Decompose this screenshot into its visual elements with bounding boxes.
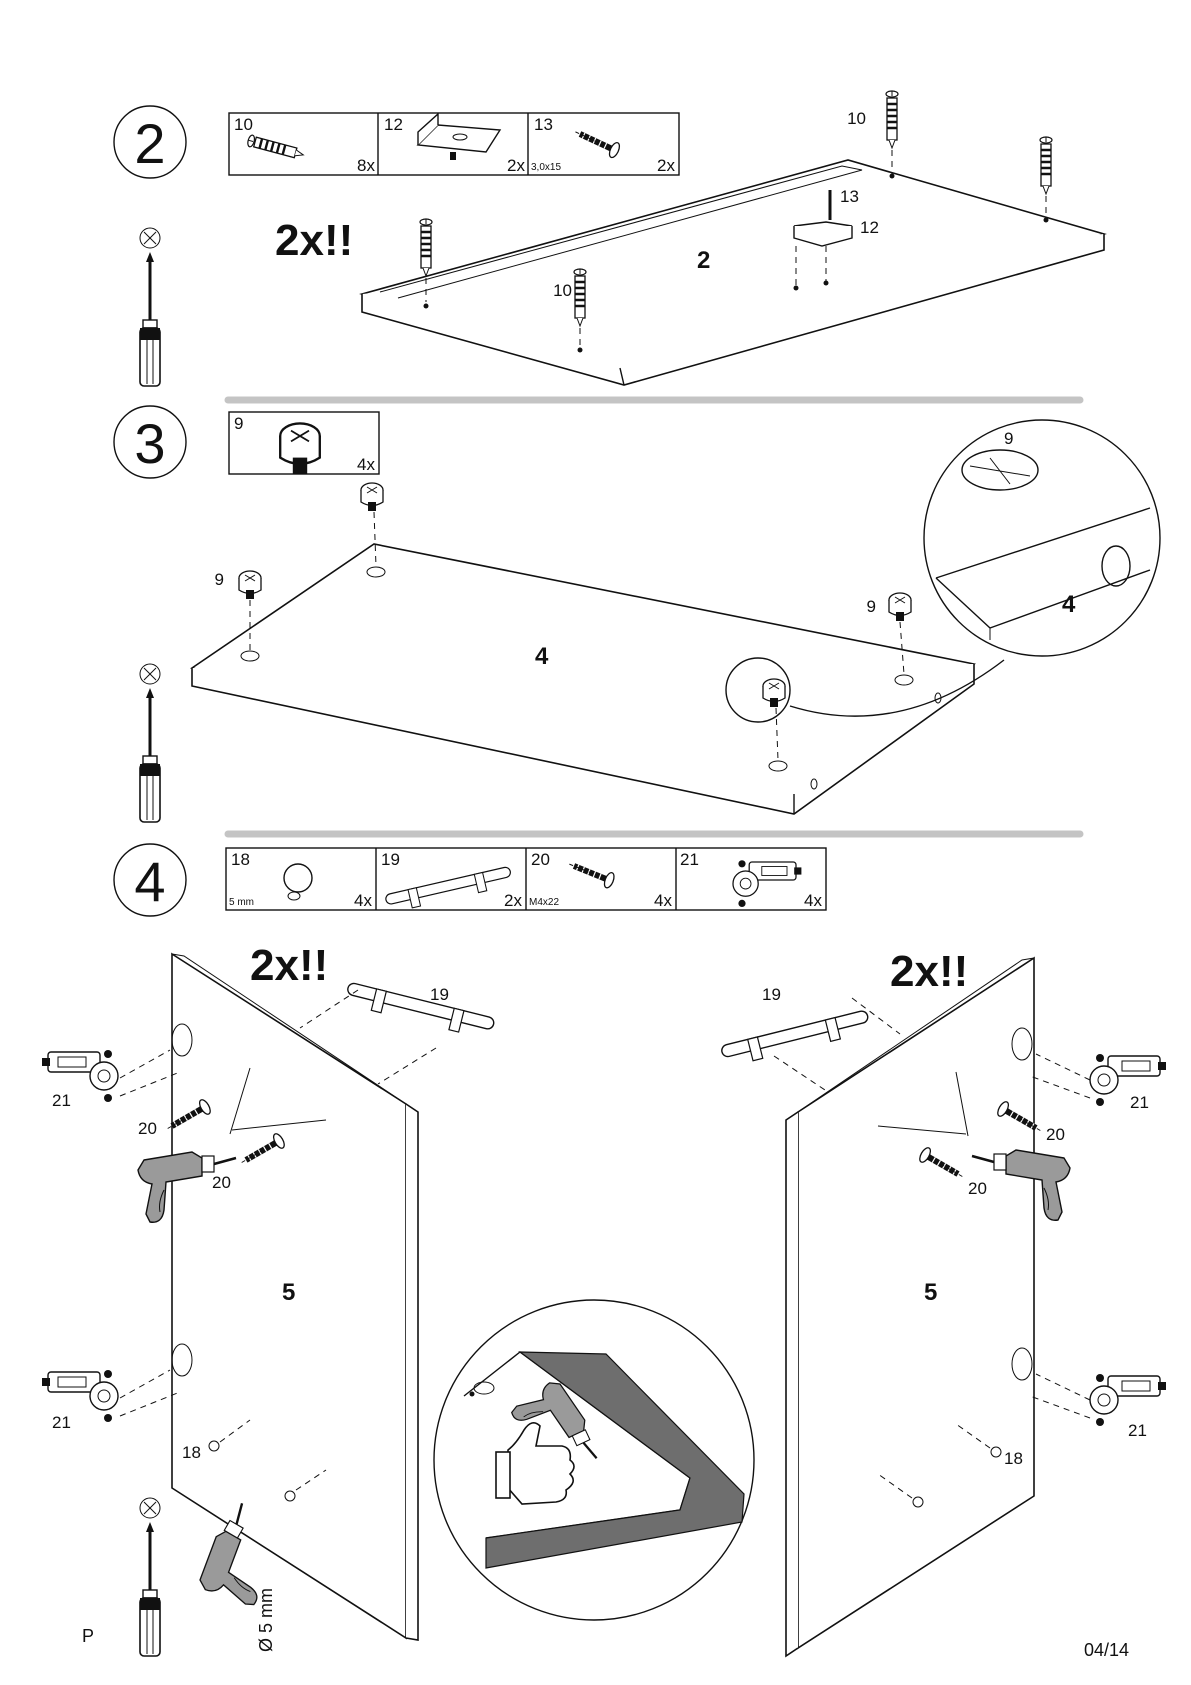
part-spec: 5 mm: [229, 897, 254, 908]
part-quantity: 2x: [507, 156, 525, 175]
repeat-note: 2x!!: [275, 216, 353, 265]
callout-label: 19: [430, 985, 449, 1004]
part-spec: M4x22: [529, 897, 559, 908]
part-number: 18: [231, 850, 250, 869]
part-18-cell: 18 5 mm 4x: [229, 850, 372, 910]
part-number: 20: [531, 850, 550, 869]
part-quantity: 2x: [504, 891, 522, 910]
screw-icon: [565, 856, 615, 889]
board-2: 2: [362, 160, 1104, 385]
drill-bit-size: Ø 5 mm: [256, 1588, 276, 1652]
callout-label: 19: [762, 985, 781, 1004]
part-number: 13: [534, 115, 553, 134]
part-number: 21: [680, 850, 699, 869]
step-number: 3: [134, 412, 165, 475]
cam-lock-icon: [239, 571, 261, 599]
parts-table: 9 4x: [229, 412, 379, 474]
hinge-icon: [1090, 1374, 1166, 1426]
callout-label: 12: [860, 218, 879, 237]
part-21-cell: 21 4x: [680, 850, 822, 910]
part-19-cell: 19 2x: [381, 850, 522, 913]
step-4: 4 18 5 mm 4x 19 2x 20 M4x: [42, 844, 1166, 1656]
board-label: 2: [697, 247, 710, 274]
parts-table: 18 5 mm 4x 19 2x 20 M4x22 4x 21: [226, 848, 826, 913]
cam-lock-icon: [361, 483, 383, 511]
part-10-cell: 10 8x: [234, 115, 375, 175]
dowel-icon: [574, 269, 586, 326]
board-label: 5: [924, 1279, 937, 1306]
callout-label: 21: [1128, 1421, 1147, 1440]
board-label: 4: [535, 643, 549, 670]
callout-label: 13: [840, 187, 859, 206]
board-label: 5: [282, 1279, 295, 1306]
step-number: 2: [134, 112, 165, 175]
callout-label: 9: [867, 597, 876, 616]
part-13-cell: 13 3,0x15 2x: [531, 115, 675, 175]
callout-label: 20: [212, 1173, 231, 1192]
part-quantity: 4x: [354, 891, 372, 910]
dowel-icon: [247, 134, 305, 160]
callout-label: 18: [1004, 1449, 1023, 1468]
cam-lock-icon: [889, 593, 911, 621]
part-number: 12: [384, 115, 403, 134]
callout-label: 21: [1130, 1093, 1149, 1112]
callout-label: 21: [52, 1091, 71, 1110]
callout-label: 18: [182, 1443, 201, 1462]
dowel-icon: [420, 219, 432, 276]
bar-handle-icon: [344, 982, 495, 1040]
repeat-note: 2x!!: [890, 947, 968, 996]
step-3: 3 9 4x 4 9 9 9: [114, 406, 1160, 822]
callout-label: 10: [847, 109, 866, 128]
left-door-panel: 2x!! 5 19 21 20 20 21: [42, 941, 495, 1640]
part-number: 10: [234, 115, 253, 134]
callout-label: 9: [215, 570, 224, 589]
board-label: 4: [1062, 591, 1076, 618]
part-spec: 3,0x15: [531, 162, 561, 173]
hinge-icon: [733, 860, 801, 907]
callout-label: 20: [968, 1179, 987, 1198]
callout-label: 9: [1004, 429, 1013, 448]
callout-label: 21: [52, 1413, 71, 1432]
hinge-icon: [1090, 1054, 1166, 1106]
screw-icon: [571, 124, 621, 159]
parts-table: 10 8x 12 2x 13 3,0x15 2x: [229, 113, 679, 175]
step-2: 2 10 8x 12 2x 13: [114, 91, 1104, 386]
edge-drilling-detail: [434, 1300, 754, 1620]
callout-label: 20: [138, 1119, 157, 1138]
bar-handle-icon: [385, 866, 513, 913]
part-12-cell: 12 2x: [384, 114, 525, 175]
part-20-cell: 20 M4x22 4x: [529, 850, 672, 910]
part-number: 19: [381, 850, 400, 869]
repeat-note: 2x!!: [250, 941, 328, 990]
step-number: 4: [134, 850, 165, 913]
callout-label: 20: [1046, 1125, 1065, 1144]
bar-handle-icon: [721, 1010, 872, 1068]
screwdriver-icon: [140, 664, 160, 822]
callout-label: 10: [553, 281, 572, 300]
part-number: 9: [234, 414, 243, 433]
right-door-panel: 2x!! 5 19 21 20 20 21: [721, 947, 1166, 1656]
cam-lock-icon: [280, 423, 320, 473]
dowel-icon: [1040, 137, 1052, 194]
bracket-icon: [418, 114, 500, 160]
board-4: 4: [192, 544, 974, 814]
language-code: P: [82, 1626, 94, 1646]
page-number: 04/14: [1084, 1640, 1129, 1660]
screwdriver-icon: [140, 228, 160, 386]
part-quantity: 8x: [357, 156, 375, 175]
dowel-icon: [886, 91, 898, 148]
part-quantity: 4x: [357, 455, 375, 474]
screwdriver-icon: [140, 1498, 160, 1656]
knob-icon: [284, 864, 312, 900]
part-quantity: 4x: [654, 891, 672, 910]
part-quantity: 2x: [657, 156, 675, 175]
part-quantity: 4x: [804, 891, 822, 910]
